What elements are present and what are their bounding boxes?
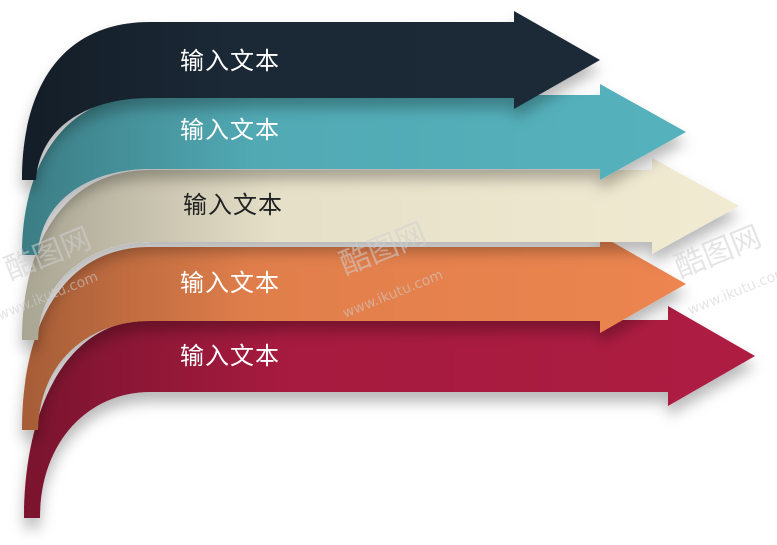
arrow-2-teal: 输入文本	[22, 84, 686, 255]
arrow-1-label: 输入文本	[180, 47, 280, 75]
arrow-5-label: 输入文本	[180, 342, 280, 370]
arrow-3-label: 输入文本	[183, 191, 283, 219]
arrow-3-cream: 输入文本	[22, 158, 739, 340]
arrow-4-label: 输入文本	[180, 269, 280, 297]
arrow-1-navy: 输入文本	[22, 11, 600, 180]
arrow-2-label: 输入文本	[180, 116, 280, 144]
arrow-4-orange: 输入文本	[22, 235, 686, 430]
arrow-5-pink: 输入文本	[24, 306, 755, 518]
